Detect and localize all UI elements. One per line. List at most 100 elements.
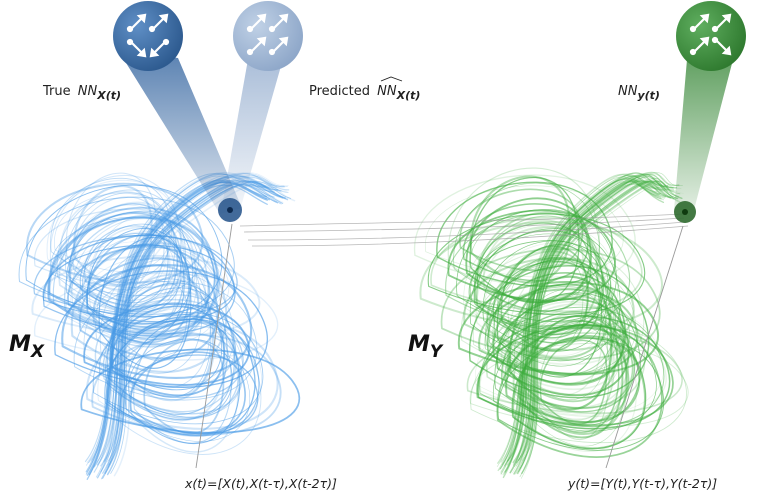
attractor-trajectory: [475, 226, 614, 361]
attractor-trajectory: [133, 321, 232, 444]
attractor-trajectory: [47, 206, 219, 337]
attractor-trajectory: [114, 318, 240, 420]
attractor-trajectory: [65, 192, 175, 306]
attractor-trajectory: [517, 181, 679, 475]
attractor-trajectory: [493, 324, 657, 432]
attractor-trajectory: [104, 180, 287, 474]
attractor-trajectory: [499, 178, 660, 470]
attractor-trajectory: [430, 217, 643, 313]
attractor-trajectory: [513, 288, 608, 400]
attractor-trajectory: [110, 181, 292, 474]
attractor-trajectory: [129, 351, 246, 435]
attractor-trajectory: [100, 175, 282, 467]
attractor-trajectory: [67, 245, 211, 329]
attractor-trajectory: [79, 256, 207, 337]
attractor-trajectory: [473, 264, 637, 376]
attractor-trajectory: [112, 278, 212, 398]
attractor-trajectory: [507, 172, 669, 462]
attractor-trajectory: [492, 283, 625, 386]
attractor-trajectory: [50, 178, 172, 281]
attractor-trajectory: [473, 225, 605, 335]
attractor-trajectory: [99, 259, 211, 389]
attractor-trajectory: [463, 257, 635, 351]
cross-map-connections: [239, 213, 689, 247]
attractor-trajectory: [477, 315, 671, 430]
attractor-trajectory: [516, 180, 678, 474]
attractor-trajectory: [73, 185, 153, 287]
predicted-nn-network-node: [233, 1, 303, 71]
attractor-trajectory: [463, 223, 618, 341]
manifold-x-attractor: [18, 171, 300, 480]
attractor-trajectory: [46, 179, 182, 291]
attractor-trajectory: [515, 181, 676, 475]
attractor-trajectory: [103, 294, 237, 413]
attractor-trajectory: [447, 167, 600, 301]
attractor-trajectory: [469, 176, 580, 304]
attractor-trajectory: [34, 208, 210, 289]
attractor-trajectory: [507, 292, 625, 420]
attractor-trajectory: [494, 292, 642, 426]
attractor-trajectory: [476, 229, 604, 336]
attractor-trajectory: [526, 319, 614, 425]
attractor-trajectory: [34, 272, 279, 361]
attractor-trajectory: [86, 321, 279, 430]
attractor-trajectory: [524, 320, 620, 433]
attractor-trajectory: [512, 173, 674, 464]
attractor-trajectory: [519, 177, 681, 470]
attractor-trajectory: [501, 311, 636, 413]
attractor-trajectory: [507, 255, 584, 350]
attractor-trajectory: [520, 184, 682, 479]
attractor-trajectory: [56, 189, 187, 312]
attractor-trajectory: [500, 180, 662, 473]
x-embedding-equation: x(t)=[X(t),X(t-τ),X(t-2τ)]: [184, 476, 337, 491]
attractor-trajectory: [512, 173, 674, 463]
attractor-trajectory: [513, 315, 629, 429]
attractor-trajectory: [107, 176, 289, 468]
attractor-trajectory: [414, 174, 636, 288]
attractor-trajectory: [95, 183, 277, 478]
attractor-trajectory: [109, 274, 214, 402]
nn-y-label: NNy(t): [618, 84, 660, 102]
attractor-trajectory: [512, 173, 675, 463]
attractor-trajectory: [503, 175, 666, 468]
attractor-trajectory: [522, 172, 683, 461]
attractor-trajectory: [107, 182, 289, 476]
attractor-trajectory: [58, 212, 197, 315]
attractor-trajectory: [504, 179, 667, 473]
attractor-trajectory: [48, 216, 216, 325]
attractor-trajectory: [69, 201, 187, 329]
nn-y-network-node: [676, 1, 746, 71]
attractor-trajectory: [473, 215, 603, 339]
predicted-hat-accent: [380, 76, 403, 82]
attractor-trajectory: [83, 271, 235, 387]
attractor-trajectory: [512, 336, 646, 450]
attractor-trajectory: [109, 317, 244, 418]
attractor-trajectory: [516, 173, 678, 464]
attractor-trajectory: [483, 242, 609, 357]
x-equation-pointer: [195, 223, 233, 469]
attractor-trajectory: [512, 175, 675, 466]
attractor-trajectory: [42, 244, 235, 323]
attractor-trajectory: [54, 270, 268, 388]
attractor-trajectory: [86, 243, 190, 332]
true-nn-beam: [118, 50, 242, 214]
attractor-trajectory: [497, 178, 659, 472]
nn-y-beam: [674, 48, 736, 210]
attractor-trajectory: [504, 320, 634, 409]
attractor-trajectory: [460, 249, 645, 377]
attractor-trajectory: [71, 218, 197, 339]
attractor-trajectory: [515, 176, 677, 467]
attractor-trajectory: [106, 282, 228, 415]
attractor-trajectory: [500, 181, 662, 475]
attractor-trajectory: [89, 216, 178, 342]
attractor-trajectory: [513, 181, 675, 475]
attractor-trajectory: [31, 254, 261, 338]
attractor-trajectory: [502, 303, 630, 409]
attractor-trajectory: [88, 226, 171, 316]
attractor-trajectory: [86, 228, 185, 339]
attractor-trajectory: [106, 315, 256, 436]
attractor-trajectory: [61, 263, 252, 379]
attractor-trajectory: [49, 241, 225, 321]
